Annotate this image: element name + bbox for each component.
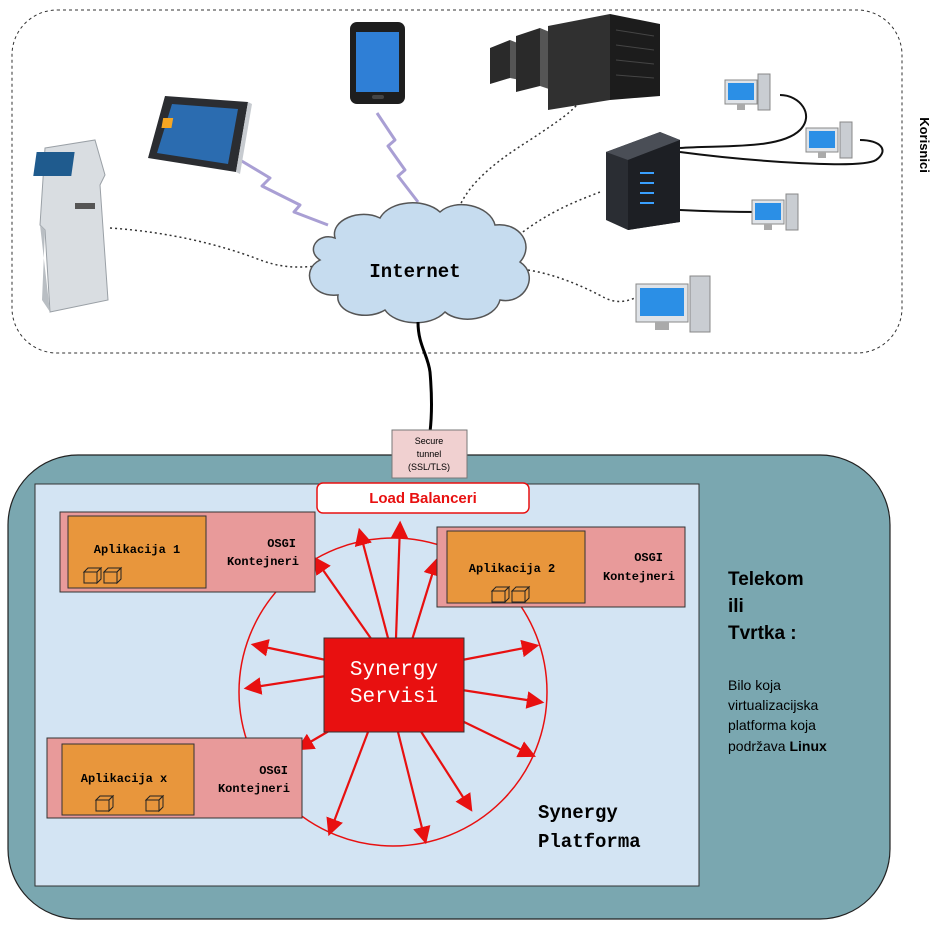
app-1-label: Aplikacija 1 [94,543,180,557]
operator-desc-line4-bold: Linux [789,738,827,754]
users-zone-label: Korisnici [917,117,932,173]
osgi-container-x: Aplikacija x OSGI Kontejneri [46,737,303,819]
tower-server-icon [606,132,680,230]
load-balancer: Load Balanceri [316,482,530,514]
users-zone-boundary [11,9,903,354]
tunnel-label-line1: Secure [415,436,444,446]
bundle-icon [82,566,123,585]
phone-icon [350,22,405,104]
app-x-label: Aplikacija x [81,772,167,786]
tunnel-label-line3: (SSL/TLS) [408,462,450,472]
container-1-kontejneri-label: Kontejneri [227,555,299,569]
services-label-line2: Servisi [350,686,438,709]
tablet-icon [148,96,252,174]
wireless-links [239,112,420,227]
desktop-pc-icon-1 [724,73,771,111]
internet-label: Internet [369,261,460,283]
operator-desc-line4: podržava Linux [728,738,827,754]
platform-label-line2: Platforma [538,831,641,853]
load-balancer-label: Load Balanceri [369,490,477,507]
operator-title-line2: ili [728,596,744,617]
app-2-label: Aplikacija 2 [469,562,555,576]
container-2-kontejneri-label: Kontejneri [603,570,675,584]
container-x-osgi-label: OSGI [259,764,288,778]
operator-description: Telekom ili Tvrtka : Bilo koja virtualiz… [728,569,827,754]
bundle-icon [94,794,165,813]
device-connections [109,99,641,303]
tunnel-label-line2: tunnel [417,449,442,459]
operator-desc-line4-prefix: podržava [728,738,789,754]
container-1-osgi-label: OSGI [267,537,296,551]
platform-label-line1: Synergy [538,802,618,824]
operator-title-line1: Telekom [728,569,804,590]
kiosk-icon [33,139,109,313]
operator-desc-line2: virtualizacijska [728,697,818,713]
secure-tunnel: Secure tunnel (SSL/TLS) [391,429,468,479]
osgi-container-1: Aplikacija 1 OSGI Kontejneri [59,511,316,593]
operator-desc-line3: platforma koja [728,717,816,733]
osgi-container-2: Aplikacija 2 OSGI Kontejneri [436,526,686,608]
service-arrows [243,520,545,845]
desktop-pc-icon-2 [805,121,853,159]
container-2-osgi-label: OSGI [634,551,663,565]
operator-desc-line1: Bilo koja [728,677,781,693]
uplink-cable [416,321,433,433]
internet-cloud: Internet [308,202,530,324]
server-racks-icon [490,14,660,110]
container-x-kontejneri-label: Kontejneri [218,782,290,796]
synergy-services: Synergy Servisi [323,637,465,733]
bundle-icon [490,585,531,604]
operator-title-line3: Tvrtka : [728,623,797,644]
desktop-pc-icon-4 [635,275,711,333]
services-label-line1: Synergy [350,659,438,682]
desktop-pc-icon-3 [751,193,799,231]
